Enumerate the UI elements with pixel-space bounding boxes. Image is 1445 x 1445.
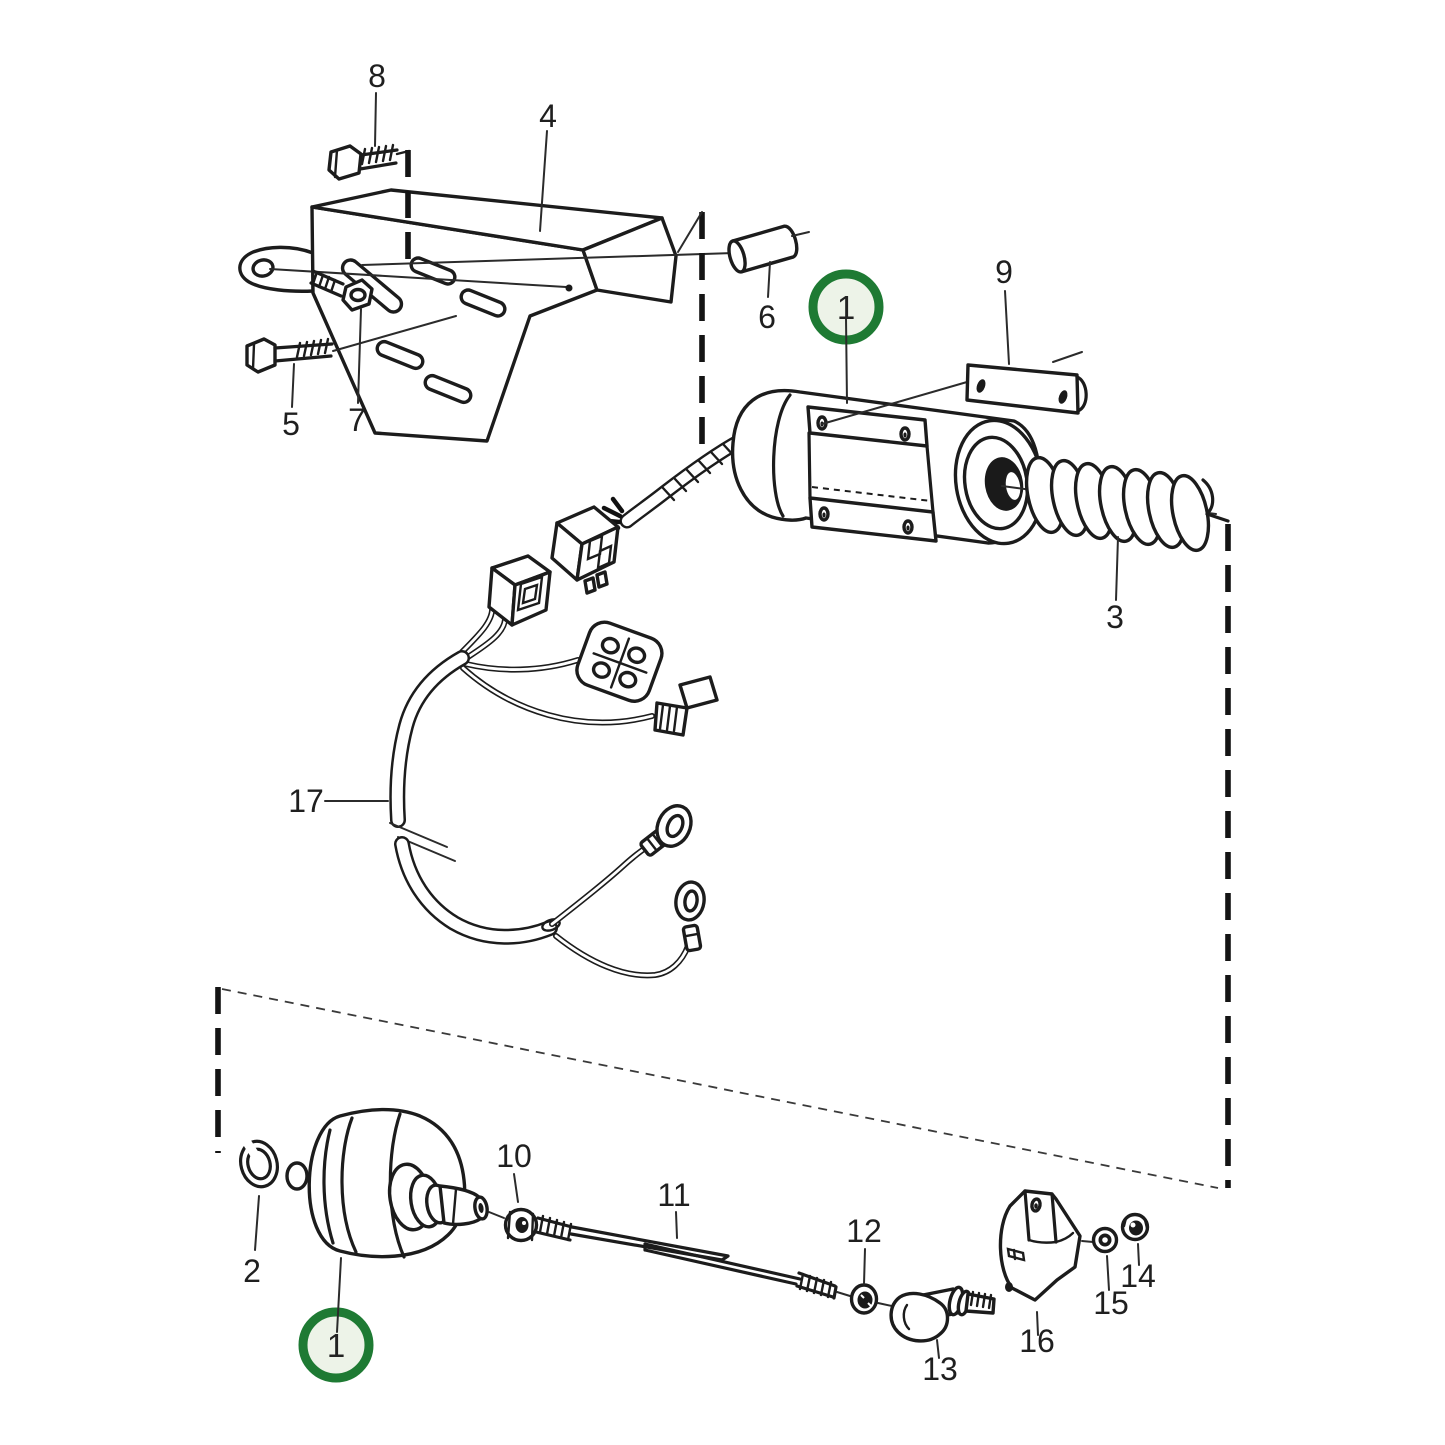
part-label-8: 8 [368,58,386,94]
washer-15 [1091,1226,1119,1254]
part-label-12: 12 [846,1213,882,1249]
part-label-3: 3 [1106,599,1124,635]
anchor-bracket-16 [998,1189,1094,1302]
mounting-bracket [238,188,735,443]
part-label-5: 5 [282,406,300,442]
connector-b [487,554,552,627]
diaphragm-actuator-1 [285,1107,505,1259]
connector-d-spade [653,675,719,737]
bolt-8 [327,143,411,181]
connector-c [575,620,664,703]
alignment-dashed-lines [215,150,1231,1189]
part-label-9: 9 [995,254,1013,290]
ball-joint-13 [889,1285,996,1343]
part-label-17: 17 [288,783,324,819]
spacer-sleeve-6 [727,224,810,274]
spring-3 [1001,455,1230,553]
nut-12 [849,1283,902,1315]
retaining-ring-2 [239,1137,279,1189]
part-label-15: 15 [1093,1285,1129,1321]
part-label-11: 11 [657,1177,690,1213]
hotspot-bottom-label: 1 [327,1327,345,1364]
solenoid [730,381,1045,546]
ring-terminal-2 [674,880,706,953]
part-label-14: 14 [1120,1258,1156,1294]
callout-labels: 8 4 5 7 6 9 3 17 2 10 11 12 13 16 15 14 [243,58,1156,1387]
part-label-10: 10 [496,1138,532,1174]
nut-10 [503,1207,539,1243]
hotspot-top-label: 1 [837,289,855,326]
hotspot-part-1-bottom[interactable]: 1 [298,1257,374,1383]
harness-lead-tube [596,433,748,538]
part-label-16: 16 [1019,1323,1055,1359]
part-label-4: 4 [539,98,557,134]
ring-terminal-1 [639,804,693,857]
control-rod-11 [534,1214,851,1300]
leader-lines [254,92,1140,1359]
wiring-harness-17 [389,505,719,979]
bolt-5 [245,337,334,374]
part-label-7: 7 [348,402,366,438]
part-label-6: 6 [758,299,776,335]
clamp-plate-9 [965,351,1088,415]
part-label-2: 2 [243,1253,261,1289]
part-label-13: 13 [922,1351,958,1387]
hotspot-part-1-top[interactable]: 1 [808,269,884,404]
connector-a [550,505,620,595]
nut-14 [1120,1212,1150,1242]
screw-7 [309,269,374,312]
